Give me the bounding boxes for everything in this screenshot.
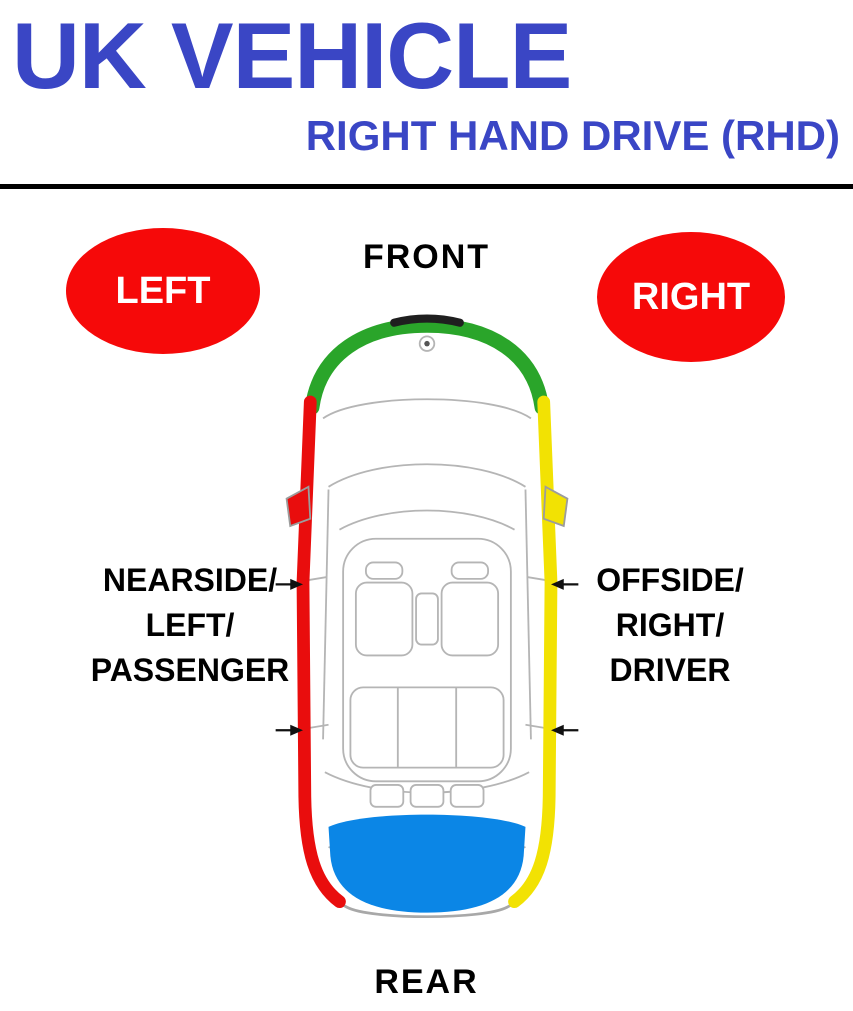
car-interior-details (304, 329, 550, 863)
right-yellow-band (508, 395, 558, 909)
offside-label: OFFSIDE/ RIGHT/ DRIVER (530, 558, 810, 692)
car-top-view (275, 314, 579, 919)
nearside-label: NEARSIDE/ LEFT/ PASSENGER (55, 558, 325, 692)
page-subtitle: RIGHT HAND DRIVE (RHD) (305, 112, 840, 159)
front-dark-arc (390, 314, 464, 327)
rear-label: REAR (374, 963, 479, 1001)
side-label-line: OFFSIDE/ (596, 562, 744, 598)
page-title: UK VEHICLE (12, 3, 572, 108)
left-mirror (285, 485, 312, 528)
side-label-line: RIGHT/ (615, 606, 725, 643)
left-badge-label: LEFT (115, 269, 211, 312)
rear-blue-zone (328, 814, 526, 913)
divider-line (0, 184, 853, 189)
right-badge-label: RIGHT (631, 275, 751, 318)
right-mirror (542, 485, 569, 528)
front-label: FRONT (362, 238, 491, 276)
right-badge: RIGHT (597, 232, 785, 362)
side-label-line: LEFT/ (145, 606, 235, 643)
left-badge: LEFT (66, 228, 260, 354)
front-green-band (304, 318, 550, 415)
side-label-line: DRIVER (609, 651, 731, 688)
side-label-line: PASSENGER (90, 651, 290, 688)
left-red-band (296, 395, 346, 909)
right-arrows (551, 578, 579, 736)
hood-badge-dot (424, 340, 430, 347)
side-label-line: NEARSIDE/ (102, 562, 278, 598)
left-arrows (275, 578, 303, 736)
